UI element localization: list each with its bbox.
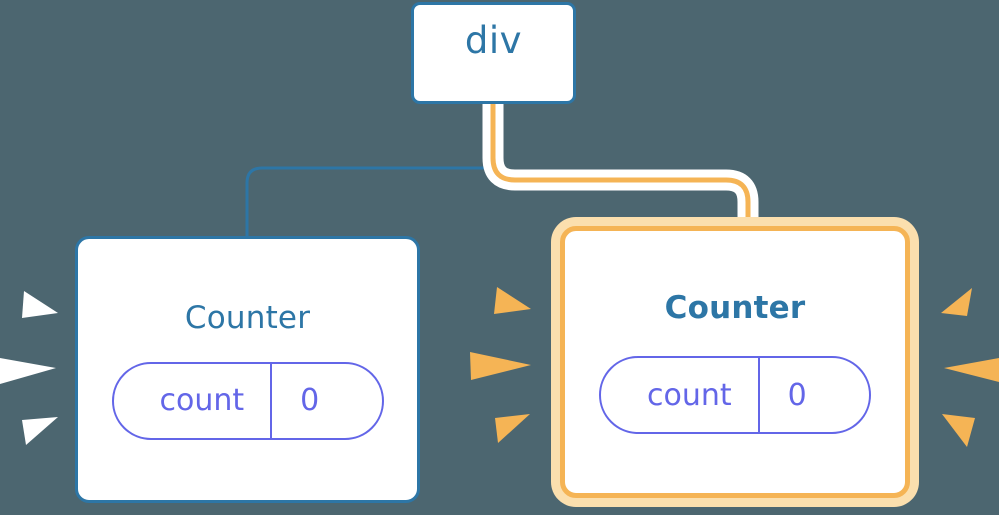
state-key-label: count xyxy=(647,377,732,413)
node-div-label: div xyxy=(464,18,523,62)
state-value-label: 0 xyxy=(757,358,845,432)
state-value-label: 0 xyxy=(270,363,357,438)
node-counter-right[interactable]: Counter count 0 xyxy=(560,226,910,498)
edge-div-to-counter-left xyxy=(245,102,494,238)
state-pill-counter-right[interactable]: count 0 xyxy=(599,356,871,434)
edge-div-to-counter-right xyxy=(490,104,751,228)
state-pill-counter-left[interactable]: count 0 xyxy=(111,361,384,440)
node-counter-left[interactable]: Counter count 0 xyxy=(75,236,420,503)
node-counter-right-label: Counter xyxy=(664,290,806,326)
edge-div-to-counter-right-halo xyxy=(482,104,759,228)
node-div[interactable]: div xyxy=(411,2,576,104)
node-counter-left-label: Counter xyxy=(184,299,311,336)
state-key-label: count xyxy=(159,383,245,418)
